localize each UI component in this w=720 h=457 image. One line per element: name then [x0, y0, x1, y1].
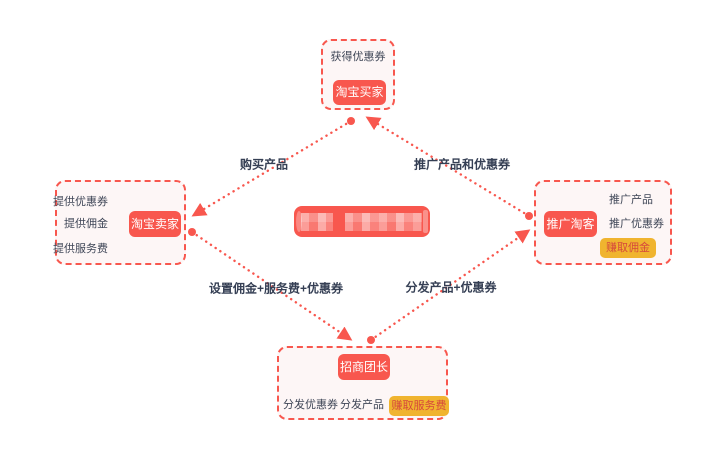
mosaic-block-right	[345, 213, 422, 231]
seller-note-service-fee: 提供服务费	[53, 243, 108, 255]
edge-label-promote-product-coupon: 推广产品和优惠券	[413, 157, 511, 172]
seller-badge: 淘宝卖家	[129, 211, 181, 237]
taoke-note-promote-coupon: 推广优惠券	[609, 218, 664, 230]
taoke-badge: 推广淘客	[544, 211, 597, 237]
mosaic-left-cap	[296, 211, 302, 232]
edge-label-set-commission: 设置佣金+服务费+优惠券	[208, 281, 344, 296]
node-taoke-promoter: 推广淘客 推广产品 推广优惠券 赚取佣金	[534, 180, 672, 265]
taoke-earn-commission-badge: 赚取佣金	[600, 238, 656, 258]
seller-note-coupon: 提供优惠券	[53, 196, 108, 208]
edge-leader-to-taoke	[369, 229, 531, 342]
leader-note-distribute-product: 分发产品	[340, 399, 384, 411]
edge-label-distribute: 分发产品+优惠券	[405, 280, 497, 295]
buyer-note-label: 获得优惠券	[330, 51, 386, 63]
taoke-note-promote-product: 推广产品	[609, 194, 653, 206]
edge-label-buy-product: 购买产品	[239, 157, 289, 172]
edge-seller-to-leader	[190, 230, 353, 341]
redacted-watermark	[294, 206, 430, 237]
leader-badge: 招商团长	[338, 354, 390, 380]
leader-note-distribute-coupon: 分发优惠券	[283, 399, 338, 411]
node-taobao-buyer: 获得优惠券 淘宝买家	[321, 39, 395, 110]
seller-note-commission: 提供佣金	[64, 218, 108, 230]
node-merchant-leader: 招商团长 分发优惠券 分发产品 赚取服务费	[277, 346, 449, 420]
buyer-badge: 淘宝买家	[333, 80, 386, 105]
edge-buyer-to-seller	[191, 119, 353, 217]
mosaic-block-left	[301, 213, 333, 231]
node-taobao-seller: 提供优惠券 提供佣金 提供服务费 淘宝卖家	[53, 180, 186, 265]
leader-earn-service-fee-badge: 赚取服务费	[389, 396, 449, 416]
mosaic-right-cap	[423, 210, 428, 233]
